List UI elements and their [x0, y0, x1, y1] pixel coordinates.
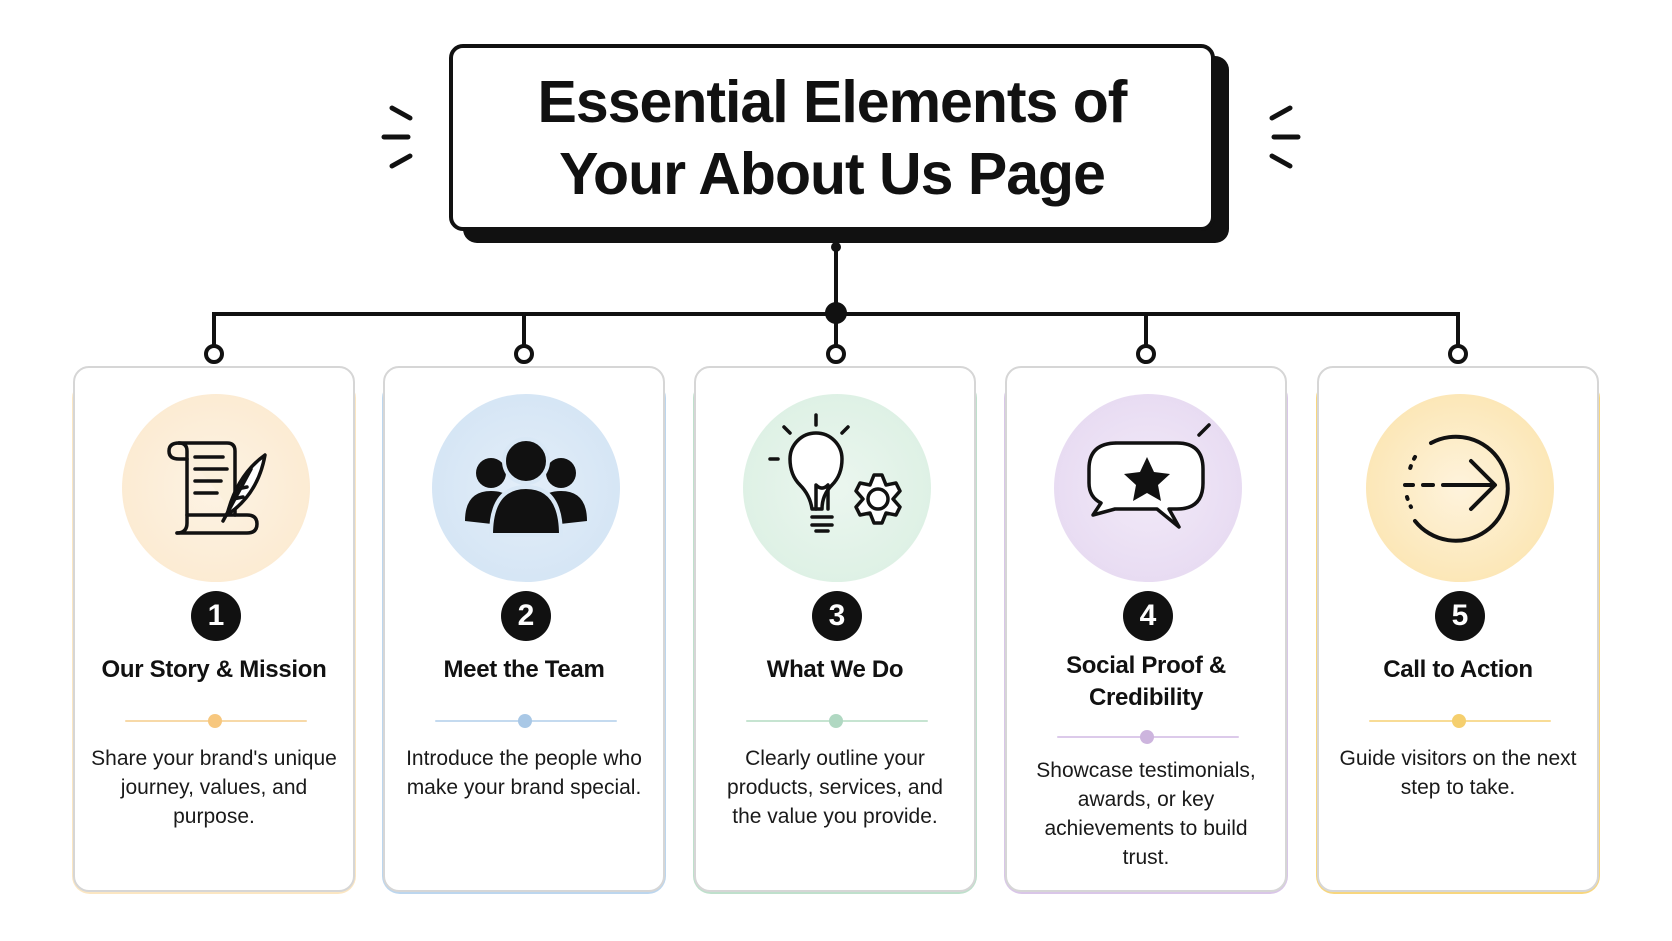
left-burst-marks: [381, 105, 413, 169]
divider-dot: [208, 714, 222, 728]
card-social-proof: 4 Social Proof & Credibility Showcase te…: [1005, 366, 1287, 892]
divider-dot: [1452, 714, 1466, 728]
page-title: Essential Elements of Your About Us Page: [537, 66, 1128, 210]
card-title: What We Do: [766, 656, 904, 683]
card-description: Showcase testimonials, awards, or key ac…: [1036, 759, 1256, 869]
title-box: Essential Elements of Your About Us Page: [449, 44, 1215, 231]
step-number-badge: 3: [812, 591, 862, 641]
card-our-story: 1 Our Story & Mission Share your brand's…: [73, 366, 355, 892]
icon-circle: [122, 394, 310, 582]
icon-circle: [1054, 394, 1242, 582]
card-title: Social Proof & Credibility: [1066, 652, 1226, 711]
card-description: Guide visitors on the next step to take.: [1339, 747, 1577, 799]
card-description: Introduce the people who make your brand…: [406, 747, 642, 799]
arrow-circle-icon: [1403, 434, 1510, 543]
connector-tree: [204, 242, 1468, 364]
step-number-badge: 5: [1435, 591, 1485, 641]
card-call-to-action: 5 Call to Action Guide visitors on the n…: [1317, 366, 1599, 892]
right-burst-marks: [1269, 105, 1301, 169]
card-title: Call to Action: [1383, 656, 1533, 683]
divider-dot: [518, 714, 532, 728]
divider-dot: [1140, 730, 1154, 744]
icon-circle: [743, 394, 931, 582]
icon-circle: [432, 394, 620, 582]
icon-circle: [1366, 394, 1554, 582]
step-number-badge: 4: [1123, 591, 1173, 641]
card-meet-team: 2 Meet the Team Introduce the people who…: [383, 366, 665, 892]
card-title: Meet the Team: [443, 656, 605, 683]
lightbulb-gear-icon: [768, 413, 902, 533]
star-speech-bubble-icon: [1087, 423, 1211, 529]
step-number-badge: 2: [501, 591, 551, 641]
title-line-2: Your About Us Page: [559, 140, 1106, 207]
card-what-we-do: 3 What We Do Clearly outline your produc…: [694, 366, 976, 892]
title-line-1: Essential Elements of: [537, 68, 1128, 135]
card-description: Share your brand's unique journey, value…: [91, 747, 337, 828]
team-people-icon: [465, 437, 587, 537]
step-number-badge: 1: [191, 591, 241, 641]
card-description: Clearly outline your products, services,…: [727, 747, 943, 828]
scroll-quill-icon: [167, 441, 267, 535]
card-title: Our Story & Mission: [101, 656, 327, 683]
divider-dot: [829, 714, 843, 728]
